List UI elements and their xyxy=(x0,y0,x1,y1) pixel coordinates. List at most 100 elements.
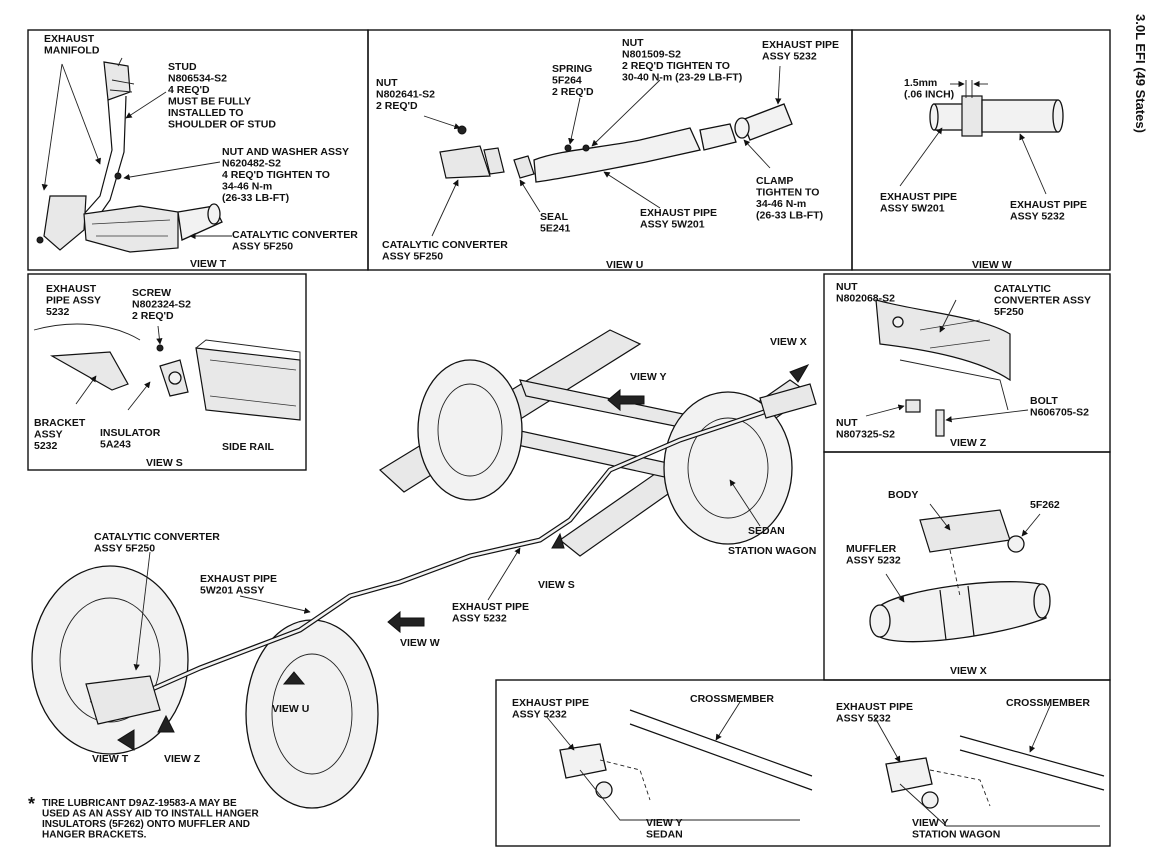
main-wagon-label-line: STATION WAGON xyxy=(728,545,816,557)
view-u-seal-label-line: 5E241 xyxy=(540,223,571,235)
view-u-clamp-label-line: (26-33 LB-FT) xyxy=(756,210,823,222)
view-s-insulator-label-line: INSULATOR xyxy=(100,427,161,439)
main-view-s-label: VIEW S xyxy=(538,579,575,591)
view-u-pipe-5232-label-line: ASSY 5232 xyxy=(762,51,817,63)
main-view-u-label: VIEW U xyxy=(272,703,309,715)
view-z-converter-label-line: CONVERTER ASSY xyxy=(994,295,1091,307)
view-t-title-line: VIEW T xyxy=(190,258,227,270)
view-t-nut-washer-label-line: (26-33 LB-FT) xyxy=(222,192,289,204)
view-y-sedan-pipe-label-line: EXHAUST PIPE xyxy=(512,697,589,709)
note-text-line: INSULATORS (5F262) ONTO MUFFLER AND xyxy=(42,819,250,830)
view-s-title: VIEW S xyxy=(146,457,183,469)
view-w-gap-label: 1.5mm(.06 INCH) xyxy=(904,77,954,101)
view-w-gap-label-line: 1.5mm xyxy=(904,77,937,89)
view-z-nut-top-label-line: N802068-S2 xyxy=(836,293,895,305)
view-u-drawing xyxy=(423,65,793,237)
view-t-stud-label-line: N806534-S2 xyxy=(168,73,227,85)
main-sedan-label: SEDAN xyxy=(748,525,785,537)
view-u-spring-label-line: SPRING xyxy=(552,63,592,75)
main-pipe-5w201-label-line: 5W201 ASSY xyxy=(200,585,264,597)
view-w-title: VIEW W xyxy=(972,259,1012,271)
view-u-nut-top-label-line: 2 REQ'D TIGHTEN TO xyxy=(622,60,730,72)
view-u-nut-left-label-line: 2 REQ'D xyxy=(376,100,418,112)
note-symbol: * xyxy=(28,794,35,814)
main-sedan-label-line: SEDAN xyxy=(748,525,785,537)
view-t-drawing xyxy=(36,57,232,253)
view-x-title-line: VIEW X xyxy=(950,665,987,677)
view-s-bracket-label-line: BRACKET xyxy=(34,417,86,429)
view-u-spring-label-line: 2 REQ'D xyxy=(552,86,594,98)
view-t-stud-label-line: MUST BE FULLY xyxy=(168,96,251,108)
view-u-pipe-5232-label-line: EXHAUST PIPE xyxy=(762,39,839,51)
view-w-pipe-5w201-label-line: ASSY 5W201 xyxy=(880,203,945,215)
view-x-body-label-line: BODY xyxy=(888,489,918,501)
view-y-wagon-title-line: VIEW Y xyxy=(912,817,949,829)
view-s-drawing xyxy=(33,323,301,421)
main-view-y-label-line: VIEW Y xyxy=(630,371,667,383)
main-view-z-label: VIEW Z xyxy=(164,753,201,765)
view-t-stud-label-line: SHOULDER OF STUD xyxy=(168,119,276,131)
view-y-sedan-crossmember-label: CROSSMEMBER xyxy=(690,693,774,705)
view-t-stud-label-line: STUD xyxy=(168,61,197,73)
view-y-sedan-pipe-label-line: ASSY 5232 xyxy=(512,709,567,721)
view-y-sedan-crossmember-label-line: CROSSMEMBER xyxy=(690,693,774,705)
view-y-drawing xyxy=(545,701,1105,827)
view-t-title: VIEW T xyxy=(190,258,227,270)
view-t-converter-label-line: CATALYTIC CONVERTER xyxy=(232,229,358,241)
view-x-part-label: 5F262 xyxy=(1030,499,1060,511)
view-t-nut-washer-label-line: N620482-S2 xyxy=(222,158,281,170)
main-converter-label-line: CATALYTIC CONVERTER xyxy=(94,531,220,543)
view-u-title-line: VIEW U xyxy=(606,259,643,271)
main-view-s-label-line: VIEW S xyxy=(538,579,575,591)
view-y-sedan-title-line: VIEW Y xyxy=(646,817,683,829)
view-t-converter-label-line: ASSY 5F250 xyxy=(232,241,293,253)
view-y-wagon-pipe-label-line: EXHAUST PIPE xyxy=(836,701,913,713)
side-title: 3.0L EFI (49 States) xyxy=(1133,14,1148,133)
main-view-t-label: VIEW T xyxy=(92,753,129,765)
view-y-sedan-title-line: SEDAN xyxy=(646,829,683,841)
note-text-line: USED AS AN ASSY AID TO INSTALL HANGER xyxy=(42,809,259,820)
view-z-title-line: VIEW Z xyxy=(950,437,987,449)
view-w-frame xyxy=(851,29,1111,271)
view-u-nut-top-label-line: N801509-S2 xyxy=(622,49,681,61)
view-t-stud-label-line: INSTALLED TO xyxy=(168,107,243,119)
view-x-title: VIEW X xyxy=(950,665,987,677)
view-s-frame xyxy=(27,273,307,471)
view-s-side-rail-label-line: SIDE RAIL xyxy=(222,441,275,453)
main-view-x-label-line: VIEW X xyxy=(770,336,807,348)
view-s-pipe-label-line: PIPE ASSY xyxy=(46,295,101,307)
main-underbody-drawing xyxy=(31,329,817,809)
view-z-drawing xyxy=(865,299,1029,437)
view-u-clamp-label-line: 34-46 N-m xyxy=(756,198,806,210)
view-w-pipe-5232-label-line: ASSY 5232 xyxy=(1010,211,1065,223)
view-t-stud-label-line: 4 REQ'D xyxy=(168,84,210,96)
view-z-nut-bottom-label-line: NUT xyxy=(836,417,858,429)
view-s-title-line: VIEW S xyxy=(146,457,183,469)
view-u-nut-left-label-line: NUT xyxy=(376,77,398,89)
view-z-title: VIEW Z xyxy=(950,437,987,449)
view-u-nut-top-label-line: NUT xyxy=(622,37,644,49)
view-s-screw-label-line: SCREW xyxy=(132,287,171,299)
view-w-pipe-5232-label-line: EXHAUST PIPE xyxy=(1010,199,1087,211)
note-text-line: HANGER BRACKETS. xyxy=(42,830,147,841)
view-t-nut-washer-label-line: 4 REQ'D TIGHTEN TO xyxy=(222,169,330,181)
view-u-converter-label-line: CATALYTIC CONVERTER xyxy=(382,239,508,251)
view-x-body-label: BODY xyxy=(888,489,918,501)
view-x-muffler-label-line: MUFFLER xyxy=(846,543,897,555)
